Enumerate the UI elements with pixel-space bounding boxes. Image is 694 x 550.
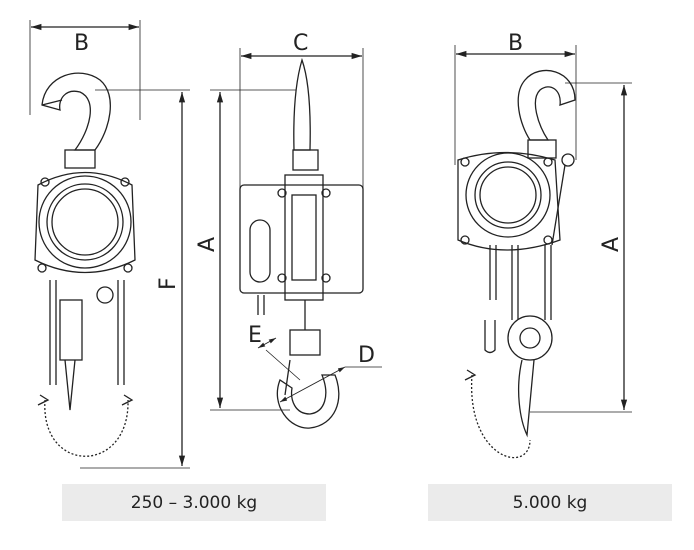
label-f: F: [156, 277, 181, 290]
label-b-right: B: [508, 31, 523, 56]
dimension-e: [257, 337, 277, 349]
label-a-right: A: [599, 237, 624, 252]
label-b-left: B: [74, 31, 89, 56]
dimension-d: [279, 366, 346, 403]
caption-left-capacity: 250 – 3.000 kg: [62, 484, 326, 521]
right-hoist: [454, 45, 632, 459]
caption-right-capacity: 5.000 kg: [428, 484, 672, 521]
label-a-middle: A: [195, 237, 220, 252]
label-d: D: [358, 343, 375, 368]
label-c: C: [293, 31, 308, 56]
left-hoist: [29, 20, 190, 469]
middle-hoist: [210, 48, 382, 429]
label-e: E: [248, 323, 262, 348]
